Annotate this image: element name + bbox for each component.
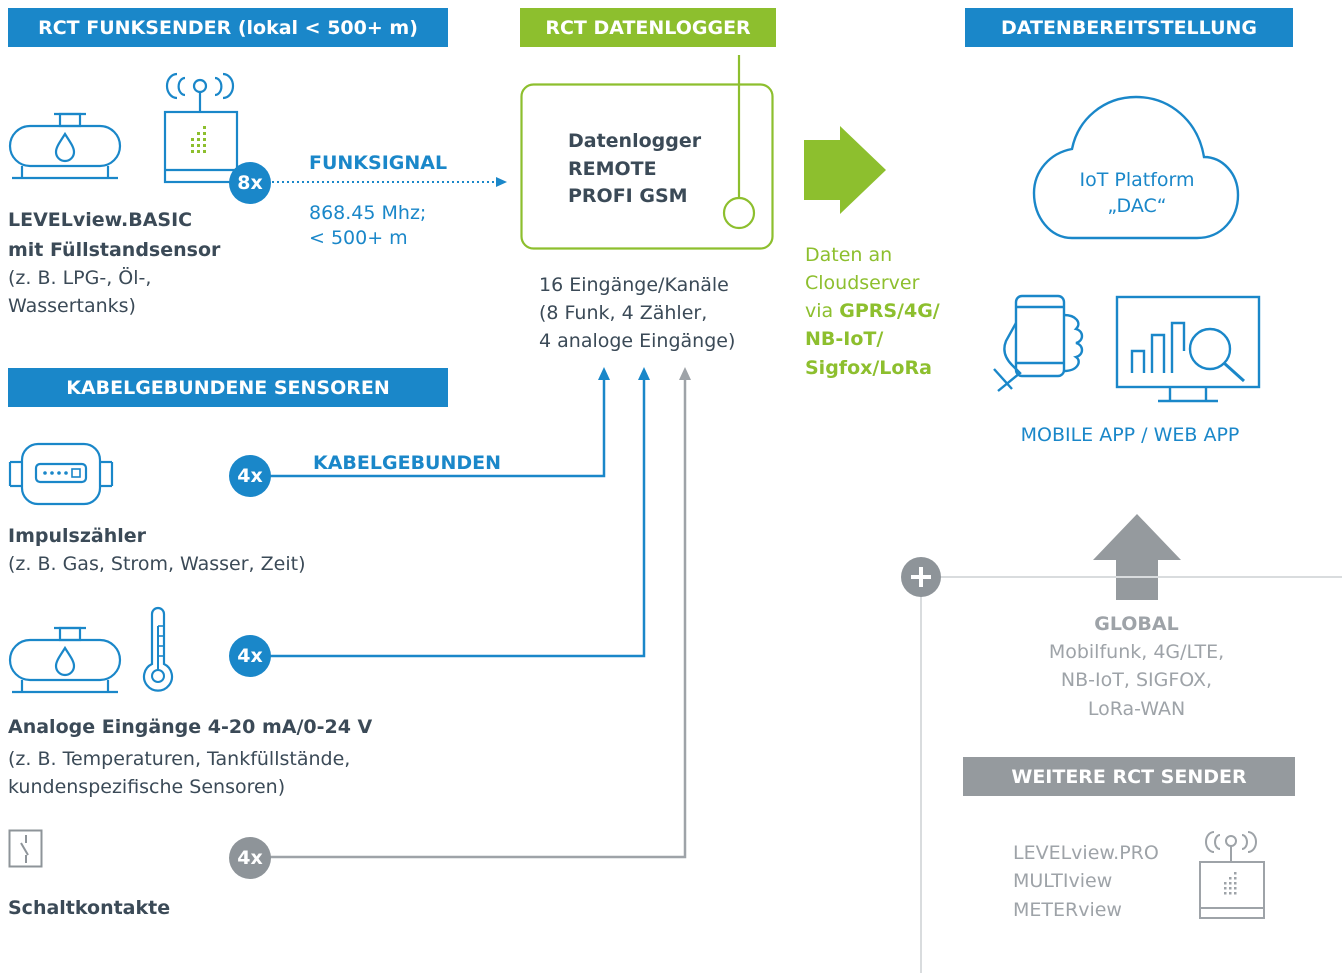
schalt-connector <box>270 372 687 859</box>
transfer-via: via <box>805 300 840 322</box>
cloud-label-2: „DAC“ <box>1107 195 1167 217</box>
datenlogger-device <box>520 55 774 250</box>
levelview-desc-2: Wassertanks) <box>8 295 136 317</box>
schalt-arrowhead <box>679 367 691 380</box>
transfer-line-3: via GPRS/4G/ <box>805 299 940 324</box>
analog-connector <box>270 372 646 658</box>
analog-tank-icon <box>8 626 122 694</box>
transfer-line-4: NB-IoT/ <box>805 328 884 350</box>
switch-contact-icon <box>8 829 43 868</box>
weitere-item-meterview: METERview <box>1013 899 1122 921</box>
schalt-title: Schaltkontakte <box>8 897 171 919</box>
levelview-desc-1: (z. B. LPG-, Öl-, <box>8 267 152 289</box>
radio-sender-icon <box>163 72 239 184</box>
analog-title: Analoge Eingänge 4-20 mA/0-24 V <box>8 716 373 738</box>
weitere-item-multiview: MULTIview <box>1013 870 1113 892</box>
analog-arrowhead <box>638 367 650 380</box>
header-datenlogger: RCT DATENLOGGER <box>520 8 776 47</box>
impuls-title: Impulszähler <box>8 525 146 547</box>
tank-icon <box>8 112 122 180</box>
levelview-title-1: LEVELview.BASIC <box>8 209 193 231</box>
datenlogger-line-2: REMOTE <box>568 158 657 180</box>
global-line-3: LoRa-WAN <box>1087 698 1186 720</box>
global-line-1: Mobilfunk, 4G/LTE, <box>1048 641 1225 663</box>
funksignal-label: FUNKSIGNAL <box>309 152 448 174</box>
analog-desc-2: kundenspezifische Sensoren) <box>8 776 286 798</box>
schalt-count-badge: 4x <box>229 837 271 879</box>
impuls-arrowhead <box>598 367 610 380</box>
global-title: GLOBAL <box>1094 613 1179 635</box>
weitere-item-levelview-pro: LEVELview.PRO <box>1013 842 1159 864</box>
funk-range: < 500+ m <box>309 227 408 249</box>
header-kabelgebundene-sensoren: KABELGEBUNDENE SENSOREN <box>8 368 448 407</box>
transfer-line-1: Daten an <box>805 244 893 266</box>
transfer-line-2: Cloudserver <box>805 272 920 294</box>
datenlogger-line-1: Datenlogger <box>568 130 702 152</box>
datenlogger-inputs-3: 4 analoge Eingänge) <box>539 330 736 352</box>
thermometer-icon <box>142 606 174 692</box>
mobile-app-icon <box>993 294 1084 392</box>
analog-count-badge: 4x <box>229 635 271 677</box>
datenlogger-line-3: PROFI GSM <box>568 185 688 207</box>
cloud-icon <box>1032 95 1240 240</box>
mobile-web-app-label: MOBILE APP / WEB APP <box>1020 424 1240 446</box>
impuls-count-badge: 4x <box>229 455 271 497</box>
levelview-title-2: mit Füllstandsensor <box>8 239 221 261</box>
transfer-line-5: Sigfox/LoRa <box>805 357 932 379</box>
data-transfer-arrow <box>804 126 886 214</box>
header-funksender: RCT FUNKSENDER (lokal < 500+ m) <box>8 8 448 47</box>
weitere-sender-icon <box>1199 831 1265 919</box>
impuls-desc: (z. B. Gas, Strom, Wasser, Zeit) <box>8 553 306 575</box>
funksignal-arrowhead <box>496 177 507 187</box>
kabelgebunden-label: KABELGEBUNDEN <box>313 452 502 474</box>
header-weitere-sender: WEITERE RCT SENDER <box>963 757 1295 796</box>
impulse-counter-icon <box>8 442 114 506</box>
cloud-label-1: IoT Platform <box>1079 169 1195 191</box>
header-datenbereitstellung: DATENBEREITSTELLUNG <box>965 8 1293 47</box>
datenlogger-inputs-1: 16 Eingänge/Kanäle <box>539 274 729 296</box>
impuls-connector <box>270 372 606 478</box>
funk-count-badge: 8x <box>229 162 271 204</box>
datenlogger-inputs-2: (8 Funk, 4 Zähler, <box>539 302 708 324</box>
global-up-arrow <box>1093 514 1181 600</box>
global-line-2: NB-IoT, SIGFOX, <box>1060 669 1213 691</box>
web-app-icon <box>1115 295 1261 403</box>
transfer-protocols-1: GPRS/4G/ <box>839 300 940 322</box>
analog-desc-1: (z. B. Temperaturen, Tankfüllstände, <box>8 748 351 770</box>
plus-icon <box>901 557 941 597</box>
funk-frequency: 868.45 Mhz; <box>309 202 427 224</box>
